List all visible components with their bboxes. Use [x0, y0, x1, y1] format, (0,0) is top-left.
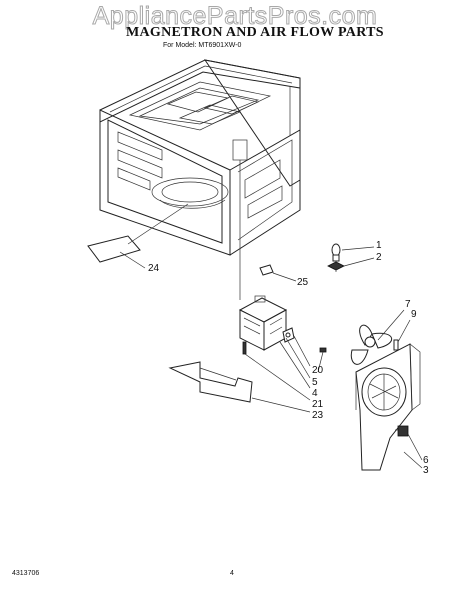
callout-4: 4	[312, 388, 318, 399]
callout-1: 1	[376, 240, 382, 251]
page-title: MAGNETRON AND AIR FLOW PARTS	[126, 25, 384, 40]
part-9	[393, 319, 411, 351]
part-24-waveguide-cover	[87, 203, 189, 269]
document-number: 4313706	[12, 570, 40, 577]
magnetron	[238, 295, 327, 401]
callout-3: 3	[423, 465, 429, 476]
callout-24: 24	[148, 263, 160, 274]
callout-9: 9	[411, 309, 417, 320]
callout-21: 21	[312, 399, 324, 410]
callout-7: 7	[405, 299, 411, 310]
callout-5: 5	[312, 377, 318, 388]
callout-6: 6	[423, 455, 429, 466]
watermark: AppliancePartsPros.com	[92, 2, 378, 31]
part-1-2-thermal-cutout	[327, 243, 375, 272]
callout-25: 25	[297, 277, 309, 288]
callout-23: 23	[312, 410, 324, 421]
callout-20: 20	[312, 365, 324, 376]
microwave-cavity	[99, 59, 301, 300]
part-3-fan-shroud	[355, 343, 423, 471]
part-25	[259, 264, 297, 282]
page-number: 4	[230, 570, 234, 577]
model-line: For Model: MT6901XW-0	[163, 42, 242, 49]
part-7-fan-blade	[350, 309, 405, 365]
callout-2: 2	[376, 252, 382, 263]
part-23-air-duct	[168, 361, 311, 413]
